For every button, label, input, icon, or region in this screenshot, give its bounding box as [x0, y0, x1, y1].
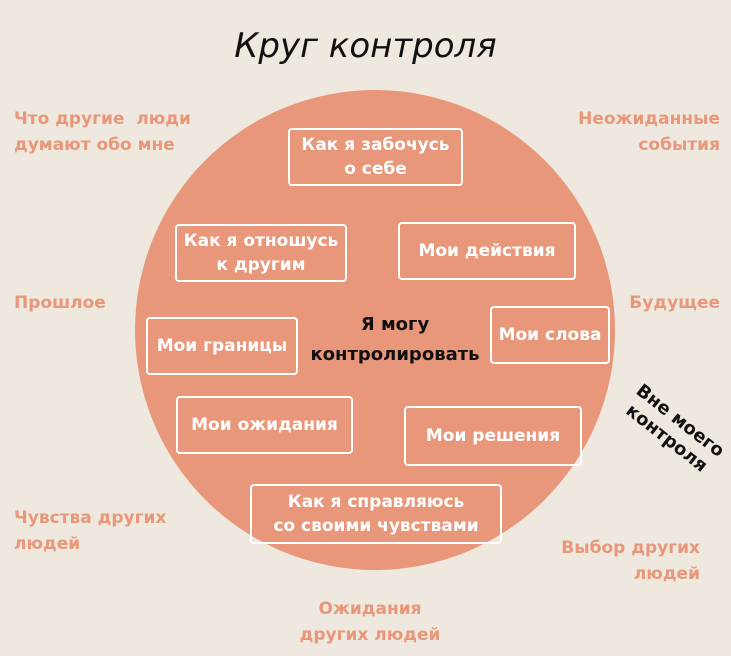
item-my-actions: Мои действия [398, 222, 576, 280]
item-my-boundaries: Мои границы [146, 317, 298, 375]
outside-others-expectations-line1: Ожидания [318, 599, 422, 619]
item-self-care-line2: о себе [344, 159, 407, 179]
outside-future: Будущее [620, 290, 720, 316]
item-coping-line1: Как я справляюсь [287, 492, 465, 512]
center-label-line2: контролировать [310, 344, 480, 365]
outside-others-feelings-line2: людей [14, 534, 81, 554]
item-my-actions-label: Мои действия [418, 241, 556, 261]
outside-others-opinions-line2: думают обо мне [14, 135, 175, 155]
item-self-care: Как я забочусь о себе [288, 128, 463, 186]
item-my-expectations-label: Мои ожидания [191, 415, 338, 435]
outside-unexpected-line2: события [638, 135, 720, 155]
outside-others-choices: Выбор других людей [530, 535, 700, 587]
outside-others-expectations: Ожидания других людей [270, 596, 470, 648]
outside-past: Прошлое [14, 290, 134, 316]
outside-others-opinions-line1: Что другие люди [14, 109, 191, 129]
item-coping-line2: со своими чувствами [273, 516, 479, 536]
out-of-control-label: Вне моего контроля [608, 373, 731, 488]
control-circle [135, 90, 615, 570]
item-attitude-line1: Как я отношусь [183, 231, 339, 251]
outside-others-choices-line1: Выбор других [561, 538, 700, 558]
item-self-care-line1: Как я забочусь [301, 135, 450, 155]
diagram-title: Круг контроля [234, 26, 497, 66]
item-my-decisions-label: Мои решения [425, 426, 561, 446]
center-label-line1: Я могу [360, 314, 430, 335]
outside-others-feelings: Чувства других людей [14, 505, 194, 557]
outside-unexpected-line1: Неожиданные [578, 109, 720, 129]
item-my-boundaries-label: Мои границы [156, 336, 288, 356]
outside-others-feelings-line1: Чувства других [14, 508, 167, 528]
item-my-expectations: Мои ожидания [176, 396, 353, 454]
center-label: Я могу контролировать [300, 310, 490, 370]
item-coping-with-feelings: Как я справляюсь со своими чувствами [250, 484, 502, 544]
outside-others-expectations-line2: других людей [299, 625, 441, 645]
outside-past-label: Прошлое [14, 293, 106, 313]
outside-others-choices-line2: людей [633, 564, 700, 584]
item-my-words-label: Мои слова [498, 325, 602, 345]
item-attitude-line2: к другим [216, 255, 306, 275]
item-my-decisions: Мои решения [404, 406, 582, 466]
outside-future-label: Будущее [629, 293, 720, 313]
outside-others-opinions: Что другие люди думают обо мне [14, 106, 214, 158]
item-my-words: Мои слова [490, 306, 610, 364]
item-attitude-to-others: Как я отношусь к другим [175, 224, 347, 282]
outside-unexpected-events: Неожиданные события [550, 106, 720, 158]
